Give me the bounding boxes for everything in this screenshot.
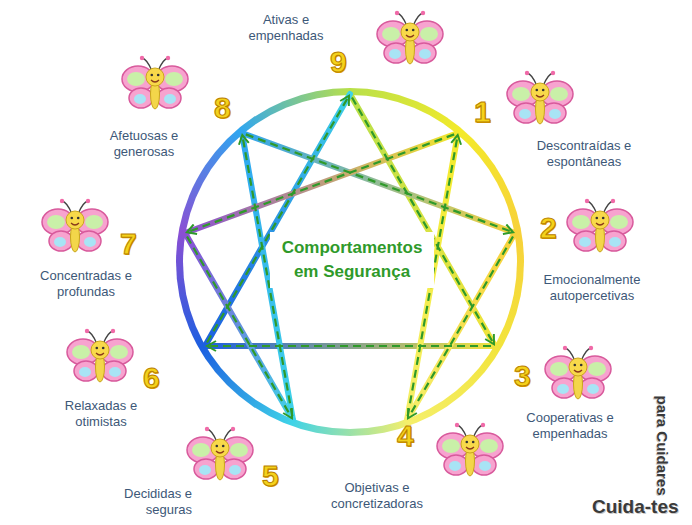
- butterflies: [42, 11, 633, 480]
- butterfly: [437, 423, 503, 476]
- enneagram-point: 9Ativas e empenhadas: [330, 46, 331, 47]
- butterfly: [42, 199, 108, 252]
- point-number: 7: [120, 228, 137, 260]
- butterfly: [545, 346, 611, 399]
- point-number: 2: [540, 212, 557, 244]
- point-number: 3: [514, 360, 531, 392]
- butterfly: [567, 199, 633, 252]
- point-description: Objetivas e concretizadoras: [318, 480, 436, 512]
- enneagram-point: 3Cooperativas e empenhadas: [514, 360, 515, 361]
- center-title: Comportamentos em Segurança: [270, 232, 434, 288]
- point-description: Decididas e seguras: [108, 486, 192, 518]
- star-line: [242, 133, 515, 233]
- enneagram-point: 4Objetivas e concretizadoras: [397, 420, 398, 421]
- butterfly: [187, 427, 253, 480]
- security-arrow: [187, 134, 454, 232]
- enneagram-point: 5Decididas e seguras: [262, 460, 263, 461]
- butterfly: [122, 56, 188, 109]
- butterfly: [67, 329, 133, 382]
- enneagram-point: 8Afetuosas e generosas: [214, 92, 215, 93]
- point-description: Ativas e empenhadas: [240, 12, 332, 44]
- point-description: Afetuosas e generosas: [94, 128, 194, 160]
- security-arrow: [207, 96, 349, 343]
- butterfly: [377, 11, 443, 64]
- star-lines: [185, 94, 515, 420]
- enneagram-point: 6Relaxadas e otimistas: [143, 362, 144, 363]
- point-number: 1: [474, 96, 491, 128]
- watermark: para Cuidares: [654, 395, 671, 495]
- enneagram-point: 2Emocionalmente autopercetivas: [540, 212, 541, 213]
- point-description: Descontraídas e espontâneas: [522, 138, 646, 170]
- star-line: [185, 133, 458, 233]
- point-number: 6: [143, 362, 160, 394]
- point-number: 5: [262, 460, 279, 492]
- watermark: Cuida-tes: [592, 496, 679, 518]
- point-number: 4: [397, 420, 414, 452]
- security-arrow: [246, 134, 513, 232]
- point-description: Relaxadas e otimistas: [46, 398, 156, 430]
- point-description: Emocionalmente autopercetivas: [528, 272, 656, 304]
- point-number: 9: [330, 46, 347, 78]
- point-number: 8: [214, 92, 231, 124]
- point-description: Cooperativas e empenhadas: [512, 410, 628, 442]
- enneagram-point: 7Concentradas e profundas: [120, 228, 121, 229]
- butterfly: [507, 71, 573, 124]
- security-arrow: [352, 98, 494, 345]
- enneagram-point: 1Descontraídas e espontâneas: [474, 96, 475, 97]
- point-description: Concentradas e profundas: [30, 268, 142, 300]
- security-arrow: [207, 345, 491, 347]
